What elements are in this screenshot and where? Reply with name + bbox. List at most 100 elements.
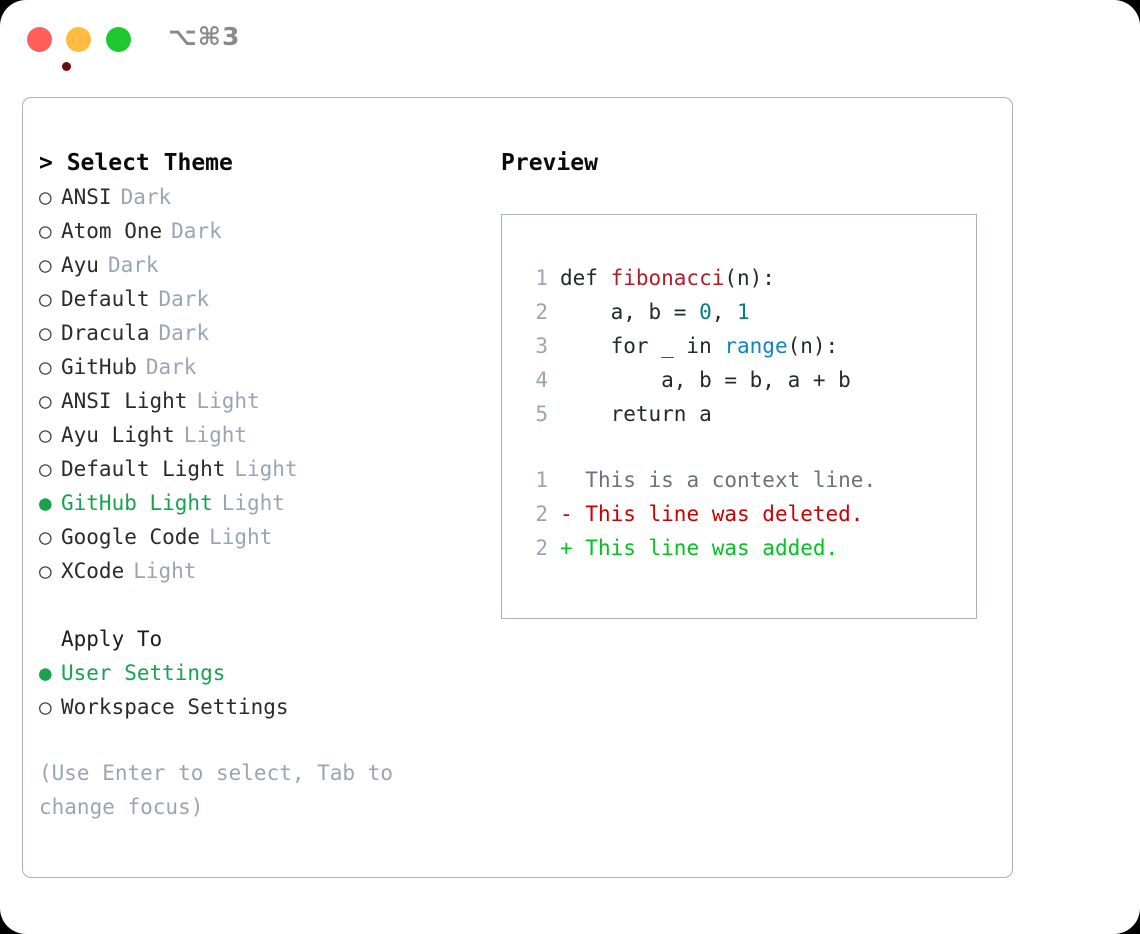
diff-text: This line was deleted.	[585, 502, 864, 526]
theme-option-name: ANSI Light	[61, 389, 188, 413]
theme-option-tag: Light	[133, 559, 197, 583]
theme-option-name: GitHub	[61, 355, 137, 379]
code-token: ,	[711, 300, 738, 324]
radio-unselected-icon: ○	[39, 321, 52, 345]
minimize-button[interactable]	[66, 27, 91, 52]
theme-option-name: Atom One	[61, 219, 163, 243]
theme-option[interactable]: ○ Google Code Light	[39, 520, 479, 554]
theme-option-tag: Light	[183, 423, 248, 447]
theme-option-tag: Dark	[158, 287, 210, 311]
radio-unselected-icon: ○	[39, 355, 52, 379]
theme-option-tag: Light	[196, 389, 260, 413]
code-line: 1 def fibonacci(n):	[520, 261, 976, 295]
theme-option-tag: Light	[209, 525, 273, 549]
theme-option-name: Google Code	[61, 525, 201, 549]
apply-to-list[interactable]: ● User Settings ○ Workspace Settings	[39, 656, 479, 724]
code-token: a, b = b, a + b	[560, 368, 851, 392]
theme-option[interactable]: ○ GitHub Dark	[39, 350, 479, 384]
code-token: 1	[737, 300, 750, 324]
diff-sample: 1 This is a context line.2- This line wa…	[520, 463, 976, 565]
diff-line: 2 + This line was added.	[520, 531, 976, 565]
apply-to-option[interactable]: ● User Settings	[39, 656, 479, 690]
diff-marker	[560, 463, 585, 497]
diff-text: This line was added.	[585, 536, 839, 560]
theme-option-tag: Light	[234, 457, 298, 481]
code-line: 5 return a	[520, 397, 976, 431]
radio-unselected-icon: ○	[39, 525, 52, 549]
radio-unselected-icon: ○	[39, 253, 52, 277]
theme-option-tag: Dark	[120, 185, 172, 209]
theme-option[interactable]: ○ ANSI Light Light	[39, 384, 479, 418]
apply-to-header: Apply To	[61, 627, 163, 651]
theme-option-name: XCode	[61, 559, 125, 583]
theme-option-name: Default	[61, 287, 150, 311]
theme-option-name: Ayu Light	[61, 423, 175, 447]
code-token: for _ in	[560, 334, 725, 358]
titlebar: ⌥⌘3	[0, 0, 1140, 78]
close-button[interactable]	[27, 27, 71, 71]
theme-option[interactable]: ○ Default Light Light	[39, 452, 479, 486]
select-theme-header: > Select Theme	[39, 150, 233, 176]
theme-option-tag: Dark	[145, 355, 197, 379]
radio-unselected-icon: ○	[39, 695, 52, 719]
line-number: 1	[535, 266, 548, 290]
radio-unselected-icon: ○	[39, 185, 52, 209]
radio-selected-icon: ●	[39, 491, 52, 515]
diff-text: This is a context line.	[585, 468, 877, 492]
theme-option-name: Ayu	[61, 253, 99, 277]
line-number: 2	[535, 300, 548, 324]
code-token: range	[724, 334, 788, 358]
theme-option-tag: Dark	[171, 219, 222, 243]
code-token: def	[560, 266, 611, 290]
line-number: 5	[535, 402, 548, 426]
radio-unselected-icon: ○	[39, 389, 52, 413]
code-line: 3 for _ in range(n):	[520, 329, 976, 363]
maximize-button[interactable]	[106, 27, 131, 52]
radio-selected-icon: ●	[39, 661, 52, 685]
theme-option-tag: Dark	[158, 321, 210, 345]
theme-option-name: GitHub Light	[61, 491, 213, 515]
theme-option[interactable]: ○ Atom One Dark	[39, 214, 479, 248]
line-number: 2	[535, 536, 548, 560]
diff-marker: +	[560, 536, 586, 560]
theme-option-tag: Dark	[107, 253, 159, 277]
theme-option[interactable]: ● GitHub Light Light	[39, 486, 479, 520]
code-token: a, b =	[560, 300, 700, 324]
record-indicator-icon	[62, 62, 71, 71]
theme-option-tag: Light	[221, 491, 285, 515]
preview-spacer	[520, 431, 976, 463]
diff-line: 1 This is a context line.	[520, 463, 976, 497]
radio-unselected-icon: ○	[39, 219, 52, 243]
theme-option[interactable]: ○ Ayu Dark	[39, 248, 479, 282]
apply-to-option-name: User Settings	[61, 661, 226, 685]
theme-option[interactable]: ○ Dracula Dark	[39, 316, 479, 350]
diff-marker: -	[560, 502, 586, 526]
apply-to-option[interactable]: ○ Workspace Settings	[39, 690, 479, 724]
keyboard-hint-text: (Use Enter to select, Tab to change focu…	[39, 761, 394, 819]
code-line: 2 a, b = 0, 1	[520, 295, 976, 329]
radio-unselected-icon: ○	[39, 457, 52, 481]
code-token: fibonacci	[610, 266, 725, 290]
line-number: 4	[535, 368, 548, 392]
radio-unselected-icon: ○	[39, 287, 52, 311]
code-token: (n):	[724, 266, 775, 290]
apply-to-option-name: Workspace Settings	[61, 695, 289, 719]
code-token: (n):	[787, 334, 839, 358]
theme-option-name: Dracula	[61, 321, 150, 345]
line-number: 3	[535, 334, 548, 358]
diff-line: 2- This line was deleted.	[520, 497, 976, 531]
radio-unselected-icon: ○	[39, 423, 52, 447]
theme-option[interactable]: ○ Ayu Light Light	[39, 418, 479, 452]
line-number: 1	[535, 468, 548, 492]
theme-option-name: Default Light	[61, 457, 226, 481]
line-number: 2	[535, 502, 548, 526]
code-token: return a	[560, 402, 712, 426]
theme-option[interactable]: ○ Default Dark	[39, 282, 479, 316]
code-line: 4 a, b = b, a + b	[520, 363, 976, 397]
